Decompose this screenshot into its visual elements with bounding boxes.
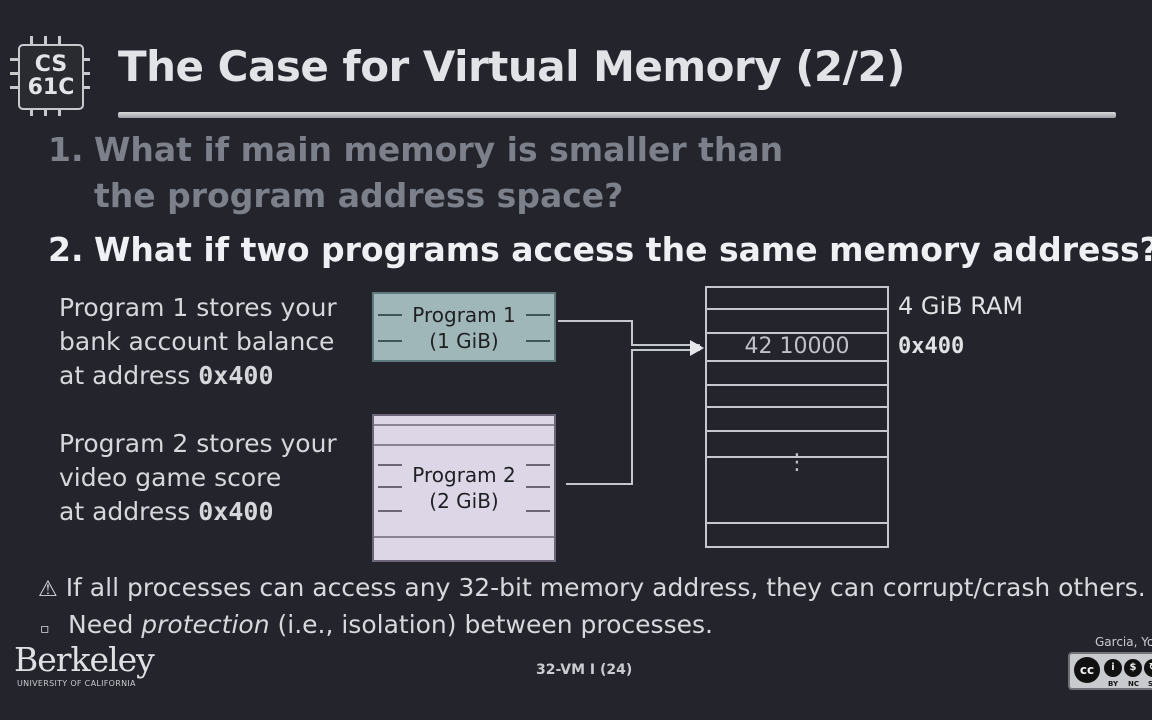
- ram-size-label: 4 GiB RAM: [898, 292, 1024, 320]
- sub-bullet-icon: ▫: [40, 621, 50, 637]
- cc-nc-icon: $: [1124, 659, 1142, 677]
- program1-arrow: [558, 320, 700, 346]
- cc-sa-label: SA: [1148, 680, 1152, 688]
- slide-title: The Case for Virtual Memory (2/2): [118, 42, 905, 91]
- author-credit: Garcia, Yo: [1095, 635, 1152, 649]
- question-2-text: What if two programs access the same mem…: [94, 230, 1152, 269]
- protection-bullet: ▫ Need protection (i.e., isolation) betwe…: [40, 610, 713, 639]
- cc-icon: cc: [1074, 657, 1100, 683]
- program1-description: Program 1 stores your bank account balan…: [59, 291, 337, 393]
- question-1-line1: What if main memory is smaller than: [94, 130, 784, 169]
- program1-desc-line3: at address: [59, 361, 199, 390]
- warning-text: If all processes can access any 32-bit m…: [65, 573, 1146, 602]
- cc-by-icon: i: [1104, 659, 1122, 677]
- protection-prefix: Need: [68, 610, 142, 639]
- program2-description: Program 2 stores your video game score a…: [59, 427, 337, 529]
- cc-nc-label: NC: [1128, 680, 1139, 688]
- question-1-line2: the program address space?: [94, 176, 624, 215]
- ram-cell-value: 42 10000: [744, 334, 850, 359]
- creative-commons-badge: cc i $ ↻ BY NC SA: [1068, 652, 1152, 690]
- question-1: 1. What if main memory is smaller than th…: [48, 127, 783, 219]
- cc-sa-icon: ↻: [1144, 659, 1152, 677]
- program1-desc-line2: bank account balance: [59, 327, 335, 356]
- program2-arrow: [566, 349, 700, 485]
- cs61c-logo: CS 61C: [18, 44, 84, 110]
- program2-address: 0x400: [198, 497, 274, 526]
- question-2-number: 2.: [48, 230, 84, 269]
- program1-box-label: Program 1: [412, 303, 516, 327]
- program2-box-label: Program 2: [412, 463, 516, 487]
- ram-block: [705, 286, 889, 548]
- question-1-number: 1.: [48, 130, 84, 169]
- program2-desc-line1: Program 2 stores your: [59, 429, 337, 458]
- program1-box-size: (1 GiB): [429, 329, 499, 353]
- program1-address: 0x400: [198, 361, 274, 390]
- program1-box: Program 1 (1 GiB): [372, 292, 556, 362]
- logo-line1: CS: [34, 52, 68, 77]
- berkeley-subtitle: UNIVERSITY OF CALIFORNIA: [17, 679, 136, 688]
- question-2: 2. What if two programs access the same m…: [48, 230, 1152, 269]
- cc-by-label: BY: [1108, 680, 1119, 688]
- ram-ellipsis: ⋮: [786, 450, 808, 475]
- title-underline: [118, 112, 1116, 118]
- protection-suffix: (i.e., isolation) between processes.: [269, 610, 713, 639]
- warning-bullet: ⚠ If all processes can access any 32-bit…: [38, 573, 1146, 602]
- berkeley-logo: Berkeley: [14, 640, 155, 679]
- ram-address-label: 0x400: [898, 334, 965, 359]
- logo-line2: 61C: [27, 75, 75, 100]
- slide-number: 32-VM I (24): [536, 662, 633, 678]
- program2-box-size: (2 GiB): [429, 489, 499, 513]
- arrow-head: [690, 340, 704, 356]
- program1-desc-line1: Program 1 stores your: [59, 293, 337, 322]
- warning-icon: ⚠: [38, 577, 58, 602]
- program2-box: Program 2 (2 GiB): [372, 414, 556, 562]
- protection-emphasis: protection: [141, 610, 270, 639]
- program2-desc-line2: video game score: [59, 463, 282, 492]
- program2-desc-line3: at address: [59, 497, 199, 526]
